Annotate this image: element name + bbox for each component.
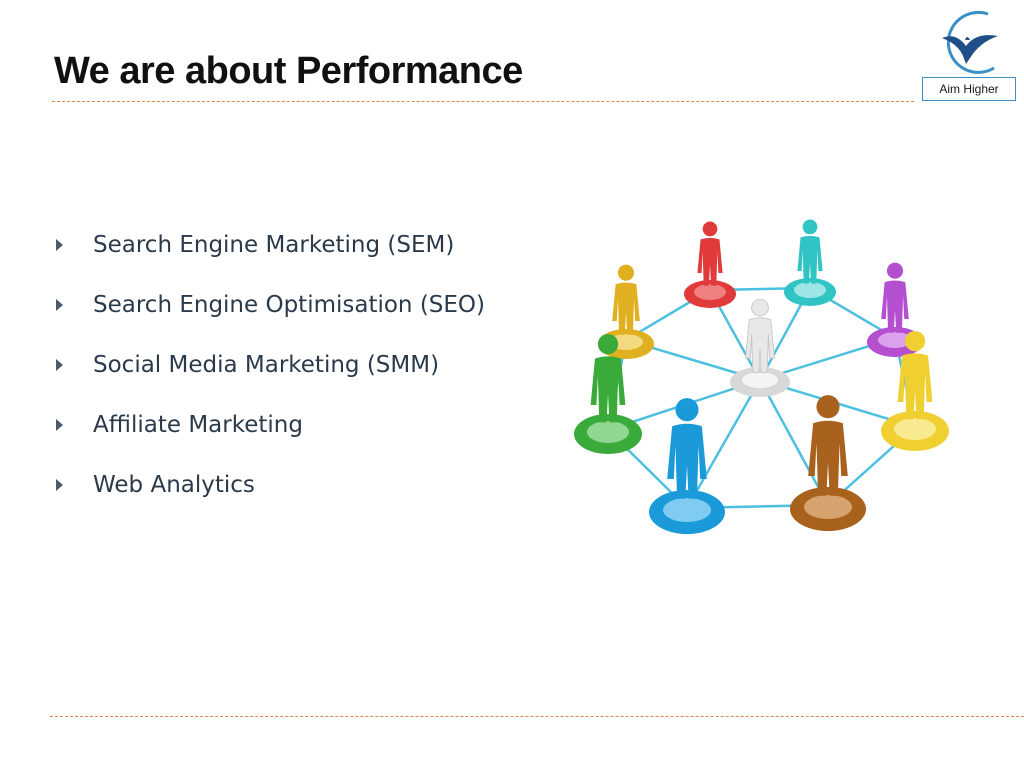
triangle-bullet-icon — [56, 299, 63, 311]
bird-logo-icon — [942, 10, 998, 74]
people-network-illustration — [574, 219, 949, 534]
list-item-text: Social Media Marketing (SMM) — [93, 352, 440, 378]
slide-title: We are about Performance — [54, 50, 523, 92]
triangle-bullet-icon — [56, 359, 63, 371]
title-divider — [52, 101, 914, 102]
footer-divider — [50, 716, 1024, 717]
network-nodes — [574, 278, 949, 534]
triangle-bullet-icon — [56, 419, 63, 431]
list-item-text: Search Engine Marketing (SEM) — [93, 232, 455, 258]
logo-label: Aim Higher — [922, 77, 1016, 101]
list-item-text: Web Analytics — [93, 472, 255, 498]
triangle-bullet-icon — [56, 479, 63, 491]
list-item-text: Search Engine Optimisation (SEO) — [93, 292, 485, 318]
triangle-bullet-icon — [56, 239, 63, 251]
aim-higher-logo: Aim Higher — [920, 6, 1018, 101]
list-item-text: Affiliate Marketing — [93, 412, 303, 438]
